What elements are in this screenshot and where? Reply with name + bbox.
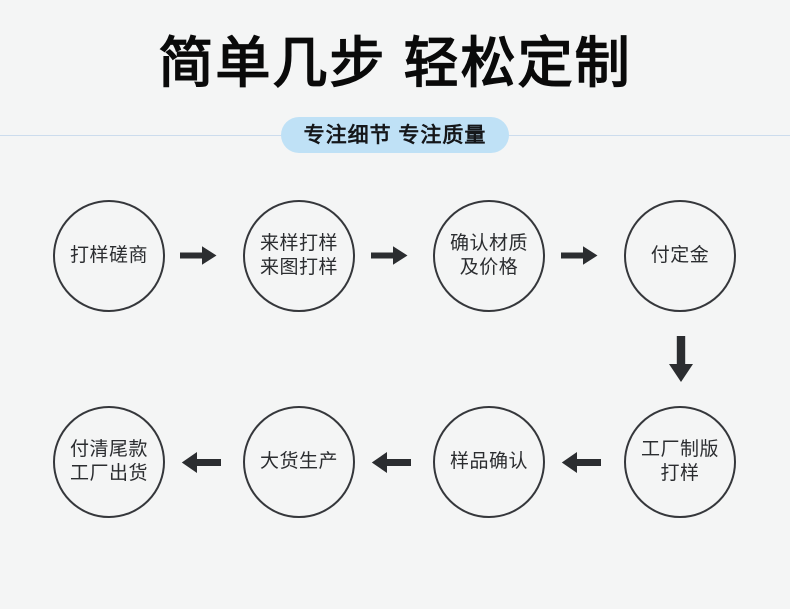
flow-step-4: 付定金 (624, 200, 736, 312)
flow-step-label: 付定金 (650, 245, 710, 266)
flow-step-2: 来样打样 来图打样 (243, 200, 355, 312)
flow-step-3: 确认材质 及价格 (433, 200, 545, 312)
flow-step-5: 工厂制版 打样 (624, 406, 736, 518)
flow-step-label: 付清尾款 工厂出货 (69, 439, 148, 484)
flow-step-label: 确认材质 及价格 (449, 233, 528, 278)
flow-step-8: 付清尾款 工厂出货 (53, 406, 165, 518)
flow-step-6: 样品确认 (433, 406, 545, 518)
flow-step-7: 大货生产 (243, 406, 355, 518)
banner-header: 简单几步 轻松定制 专注细节 专注质量 (0, 0, 790, 180)
subtitle-text: 专注细节 专注质量 (303, 123, 487, 147)
flow-step-label: 来样打样 来图打样 (259, 233, 338, 278)
arrow-right-icon (371, 241, 408, 270)
arrow-down-icon (661, 336, 701, 384)
arrow-left-icon (181, 447, 221, 478)
arrow-right-icon (561, 241, 598, 270)
arrow-left-icon (371, 447, 411, 478)
arrow-right-icon (180, 241, 217, 270)
flow-step-label: 样品确认 (449, 451, 528, 472)
page-title: 简单几步 轻松定制 (158, 32, 632, 94)
subtitle-pill: 专注细节 专注质量 (281, 117, 509, 153)
flow-step-label: 大货生产 (259, 451, 338, 472)
flow-step-label: 打样磋商 (69, 245, 148, 266)
flow-step-1: 打样磋商 (53, 200, 165, 312)
flow-step-label: 工厂制版 打样 (640, 439, 719, 484)
arrow-left-icon (561, 447, 601, 478)
